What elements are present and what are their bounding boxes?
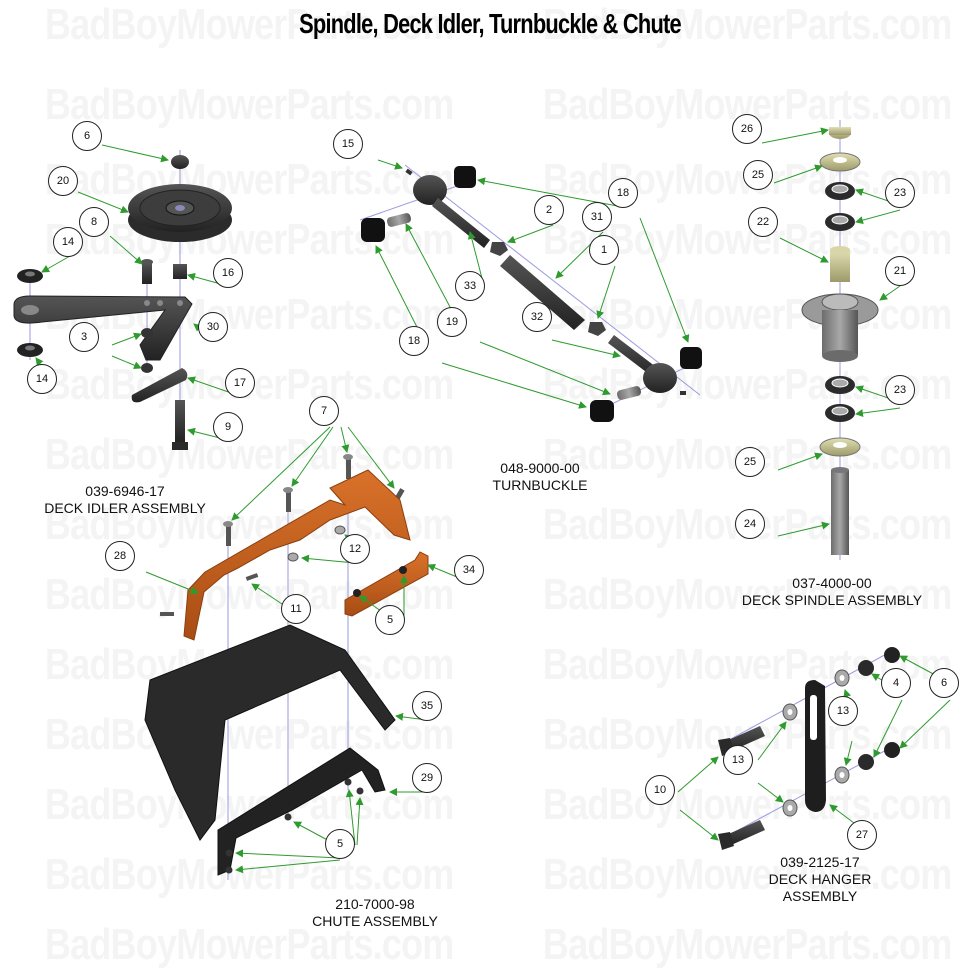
- deck-hanger-part-number: 039-2125-17: [780, 854, 860, 870]
- callout-25: 25: [735, 447, 765, 477]
- callout-15: 15: [333, 129, 363, 159]
- callout-27: 27: [847, 820, 877, 850]
- callout-17: 17: [225, 368, 255, 398]
- callout-1: 1: [589, 235, 619, 265]
- callout-3: 3: [69, 322, 99, 352]
- deck-idler-label: 039-6946-17 DECK IDLER ASSEMBLY: [20, 483, 230, 517]
- callout-4: 4: [881, 668, 911, 698]
- callout-14: 14: [27, 364, 57, 394]
- callout-23: 23: [885, 375, 915, 405]
- callout-18: 18: [608, 178, 638, 208]
- callout-11: 11: [281, 594, 311, 624]
- callout-5: 5: [375, 605, 405, 635]
- deck-hanger-name-line1: DECK HANGER: [768, 871, 872, 887]
- deck-spindle-name: DECK SPINDLE ASSEMBLY: [741, 592, 923, 608]
- deck-idler-name: DECK IDLER ASSEMBLY: [44, 500, 206, 516]
- callout-32: 32: [522, 302, 552, 332]
- callout-25: 25: [743, 160, 773, 190]
- deck-spindle-drawing: [761, 120, 901, 560]
- callout-13: 13: [723, 745, 753, 775]
- callout-33: 33: [455, 271, 485, 301]
- callout-19: 19: [437, 307, 467, 337]
- callout-6: 6: [72, 121, 102, 151]
- chute-drawing: [144, 426, 470, 880]
- page-title: Spindle, Deck Idler, Turnbuckle & Chute: [299, 8, 682, 39]
- callout-12: 12: [340, 534, 370, 564]
- callout-20: 20: [48, 166, 78, 196]
- chute-label: 210-7000-98 CHUTE ASSEMBLY: [290, 896, 460, 930]
- turnbuckle-part-number: 048-9000-00: [500, 460, 580, 476]
- callout-34: 34: [454, 555, 484, 585]
- callout-18: 18: [399, 326, 429, 356]
- callout-16: 16: [213, 258, 243, 288]
- callout-35: 35: [412, 691, 442, 721]
- deck-idler-drawing: [13, 144, 241, 450]
- callout-23: 23: [885, 178, 915, 208]
- callout-26: 26: [732, 114, 762, 144]
- callout-30: 30: [198, 312, 228, 342]
- callout-29: 29: [412, 763, 442, 793]
- deck-hanger-name-line2: ASSEMBLY: [782, 888, 858, 904]
- callout-5: 5: [325, 829, 355, 859]
- deck-idler-part-number: 039-6946-17: [85, 483, 165, 499]
- turnbuckle-drawing: [359, 159, 702, 422]
- callout-14: 14: [53, 227, 83, 257]
- callout-7: 7: [309, 396, 339, 426]
- callout-8: 8: [79, 207, 109, 237]
- callout-6: 6: [929, 668, 959, 698]
- callout-28: 28: [105, 541, 135, 571]
- callout-2: 2: [534, 195, 564, 225]
- deck-spindle-part-number: 037-4000-00: [792, 575, 872, 591]
- callout-13: 13: [828, 696, 858, 726]
- turnbuckle-label: 048-9000-00 TURNBUCKLE: [455, 460, 625, 494]
- chute-part-number: 210-7000-98: [335, 896, 415, 912]
- callout-24: 24: [735, 509, 765, 539]
- deck-hanger-label: 039-2125-17 DECK HANGER ASSEMBLY: [755, 854, 885, 905]
- callout-10: 10: [645, 775, 675, 805]
- turnbuckle-name: TURNBUCKLE: [492, 477, 588, 493]
- chute-name: CHUTE ASSEMBLY: [312, 913, 438, 929]
- callout-9: 9: [213, 412, 243, 442]
- callout-21: 21: [885, 256, 915, 286]
- callout-22: 22: [748, 207, 778, 237]
- deck-spindle-label: 037-4000-00 DECK SPINDLE ASSEMBLY: [732, 575, 932, 609]
- callout-31: 31: [582, 202, 612, 232]
